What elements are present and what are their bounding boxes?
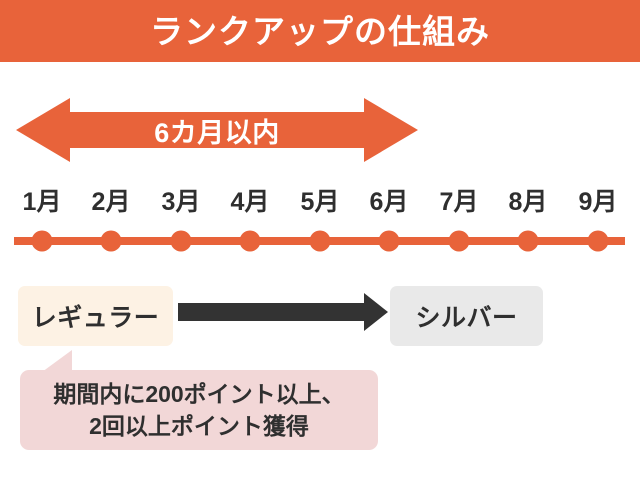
timeline-dot-6 [378,230,400,252]
timeline-dot-9 [587,230,609,252]
timeline-month-labels: 1月 2月 3月 4月 5月 6月 7月 8月 9月 [0,186,640,222]
month-label-4: 4月 [230,188,270,216]
condition-callout: 期間内に200ポイント以上、 2回以上ポイント獲得 [20,350,378,450]
timeline: 1月 2月 3月 4月 5月 6月 7月 8月 9月 [0,186,640,262]
timeline-dot-4 [239,230,261,252]
month-label-3: 3月 [161,188,201,216]
timeline-dot-5 [309,230,331,252]
month-label-8: 8月 [508,188,548,216]
month-label-6: 6月 [369,188,409,216]
callout-tail-icon [20,350,378,450]
condition-line-1: 期間内に200ポイント以上、 [53,381,345,407]
page-title: ランクアップの仕組み [150,12,490,50]
timeline-dot-3 [170,230,192,252]
right-arrow-icon [178,293,388,331]
timeline-dot-1 [31,230,53,252]
double-headed-arrow-icon [16,98,418,162]
month-label-9: 9月 [578,188,618,216]
month-label-1: 1月 [22,188,62,216]
duration-arrow-group: 6カ月以内 [12,92,422,168]
timeline-dot-2 [100,230,122,252]
condition-line-2: 2回以上ポイント獲得 [89,413,309,439]
rank-progression: レギュラー シルバー [0,286,640,346]
rank-chip-regular: レギュラー [18,286,173,346]
condition-text: 期間内に200ポイント以上、 2回以上ポイント獲得 [20,370,378,450]
rank-chip-silver: シルバー [390,286,543,346]
timeline-dot-7 [448,230,470,252]
month-label-7: 7月 [439,188,479,216]
header-banner: ランクアップの仕組み [0,0,640,62]
month-label-5: 5月 [300,188,340,216]
month-label-2: 2月 [91,188,131,216]
timeline-axis-icon [14,230,625,252]
timeline-dot-8 [517,230,539,252]
